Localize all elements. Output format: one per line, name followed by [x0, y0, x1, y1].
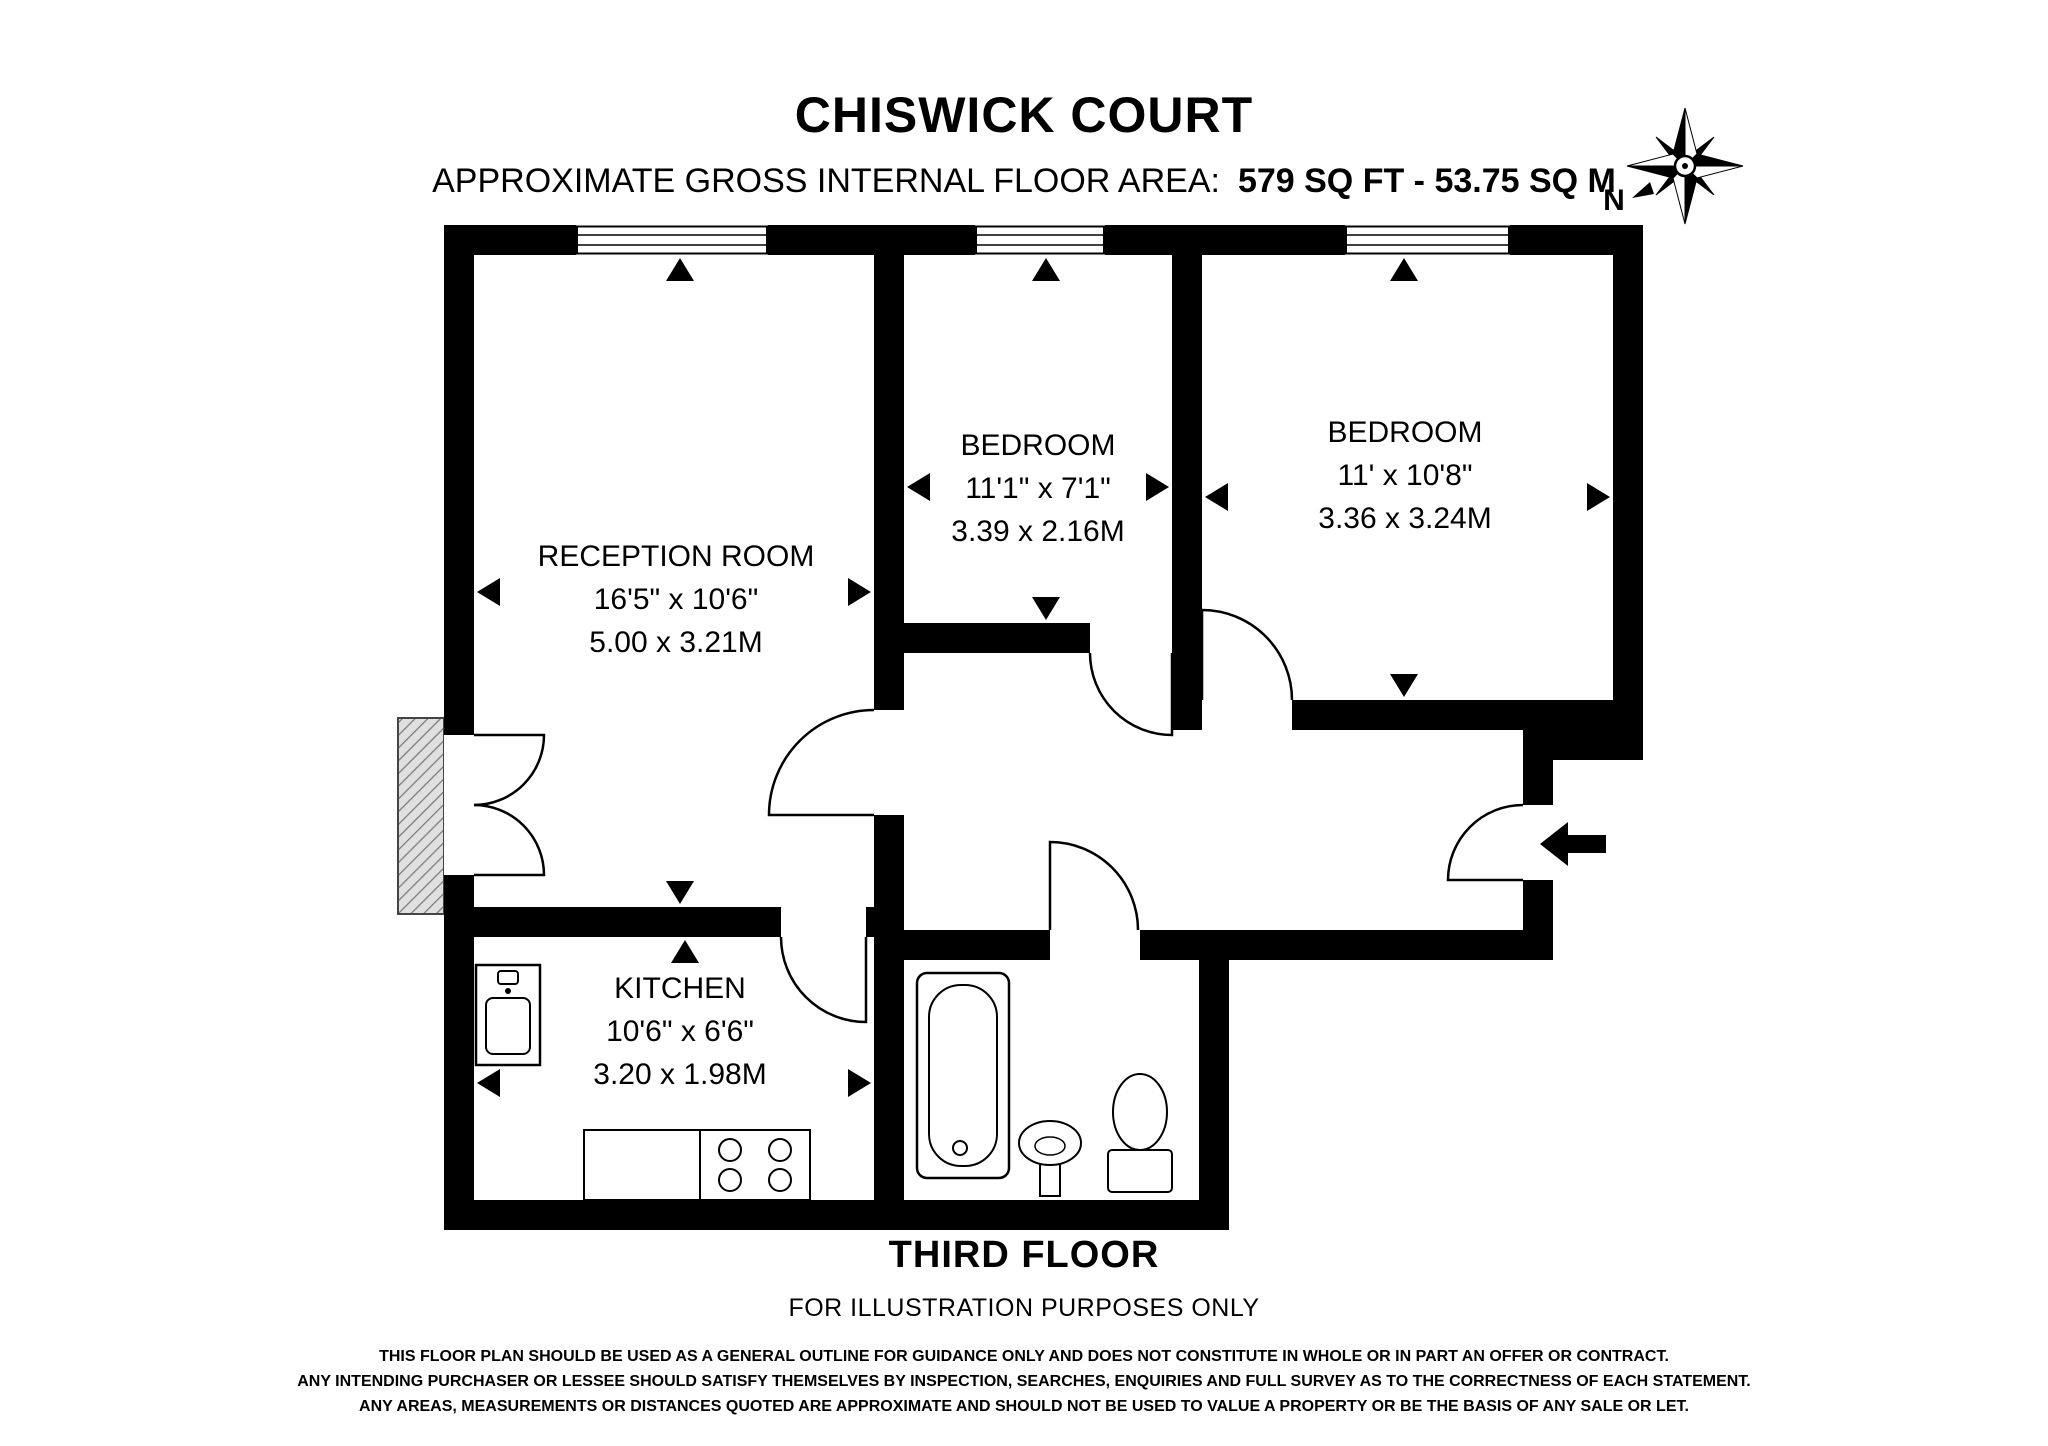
- disclaimer-line: THIS FLOOR PLAN SHOULD BE USED AS A GENE…: [379, 1348, 1669, 1365]
- floor-area-label: APPROXIMATE GROSS INTERNAL FLOOR AREA:: [432, 162, 1220, 200]
- bedroom2-imperial: 11' x 10'8": [1338, 459, 1473, 492]
- kitchen-door: [779, 936, 868, 1024]
- toilet: [1107, 1073, 1173, 1193]
- kitchen-imperial: 10'6" x 6'6": [606, 1015, 754, 1048]
- north-label: N: [1603, 184, 1625, 217]
- floor-name: THIRD FLOOR: [888, 1234, 1160, 1276]
- window-reception: [576, 225, 768, 255]
- window-bedroom2: [1345, 225, 1510, 255]
- illustration-note: FOR ILLUSTRATION PURPOSES ONLY: [788, 1294, 1260, 1322]
- entrance-arrow: [1540, 822, 1606, 866]
- french-door-bottom-leaf: [473, 803, 546, 877]
- french-door-top-leaf: [473, 733, 546, 807]
- arrow-left: [477, 1069, 500, 1097]
- arrow-up: [671, 940, 699, 963]
- reception-name: RECEPTION ROOM: [538, 540, 815, 573]
- walls: [444, 225, 1643, 1230]
- floor-area-value: 579 SQ FT - 53.75 SQ M: [1237, 162, 1616, 200]
- page-title: CHISWICK COURT: [794, 87, 1254, 143]
- balcony-hatch: [397, 717, 445, 915]
- disclaimer: THIS FLOOR PLAN SHOULD BE USED AS A GENE…: [0, 1344, 2048, 1419]
- arrow-right: [1146, 473, 1169, 501]
- hob: [699, 1129, 811, 1201]
- kitchen-metric: 3.20 x 1.98M: [593, 1058, 766, 1091]
- arrow-down: [666, 881, 694, 904]
- bedroom1-metric: 3.39 x 2.16M: [951, 515, 1124, 548]
- bathtub: [915, 971, 1011, 1180]
- bedroom1-name: BEDROOM: [960, 429, 1115, 462]
- floor-area-line: APPROXIMATE GROSS INTERNAL FLOOR AREA: 57…: [0, 162, 2048, 201]
- entrance-door: [1446, 803, 1524, 882]
- compass-rose: N: [1603, 107, 1744, 225]
- disclaimer-line: ANY AREAS, MEASUREMENTS OR DISTANCES QUO…: [359, 1398, 1689, 1415]
- bedroom1-imperial: 11'1" x 7'1": [965, 472, 1111, 505]
- arrow-up: [1390, 258, 1418, 281]
- disclaimer-line: ANY INTENDING PURCHASER OR LESSEE SHOULD…: [297, 1373, 1751, 1390]
- arrow-right: [848, 578, 871, 606]
- arrow-left: [1205, 483, 1228, 511]
- room-labels: RECEPTION ROOM 16'5" x 10'6" 5.00 x 3.21…: [538, 416, 1492, 1091]
- arrow-up: [1032, 258, 1060, 281]
- doors: [473, 608, 1524, 1024]
- window-bedroom1: [975, 225, 1105, 255]
- kitchen-sink-unit: [474, 963, 542, 1067]
- reception-metric: 5.00 x 3.21M: [589, 626, 762, 659]
- bedroom1-door: [1088, 652, 1174, 737]
- bedroom2-metric: 3.36 x 3.24M: [1318, 502, 1491, 535]
- reception-door: [767, 708, 875, 817]
- basin: [1018, 1120, 1082, 1197]
- kitchen-name: KITCHEN: [614, 972, 746, 1005]
- arrow-up: [666, 258, 694, 281]
- arrow-down: [1032, 597, 1060, 620]
- dimension-arrows: [477, 258, 1610, 1197]
- bedroom2-name: BEDROOM: [1327, 416, 1482, 449]
- arrow-left: [477, 578, 500, 606]
- french-door-opening: [444, 735, 474, 875]
- reception-imperial: 16'5" x 10'6": [594, 583, 759, 616]
- arrow-left: [907, 473, 930, 501]
- arrow-down: [1390, 674, 1418, 697]
- arrow-right: [1587, 483, 1610, 511]
- arrow-right: [848, 1069, 871, 1097]
- north-arrow: [1632, 182, 1654, 198]
- bedroom2-door: [1200, 608, 1294, 701]
- bathroom-door: [1048, 840, 1140, 931]
- kitchen-counter: [583, 1129, 701, 1201]
